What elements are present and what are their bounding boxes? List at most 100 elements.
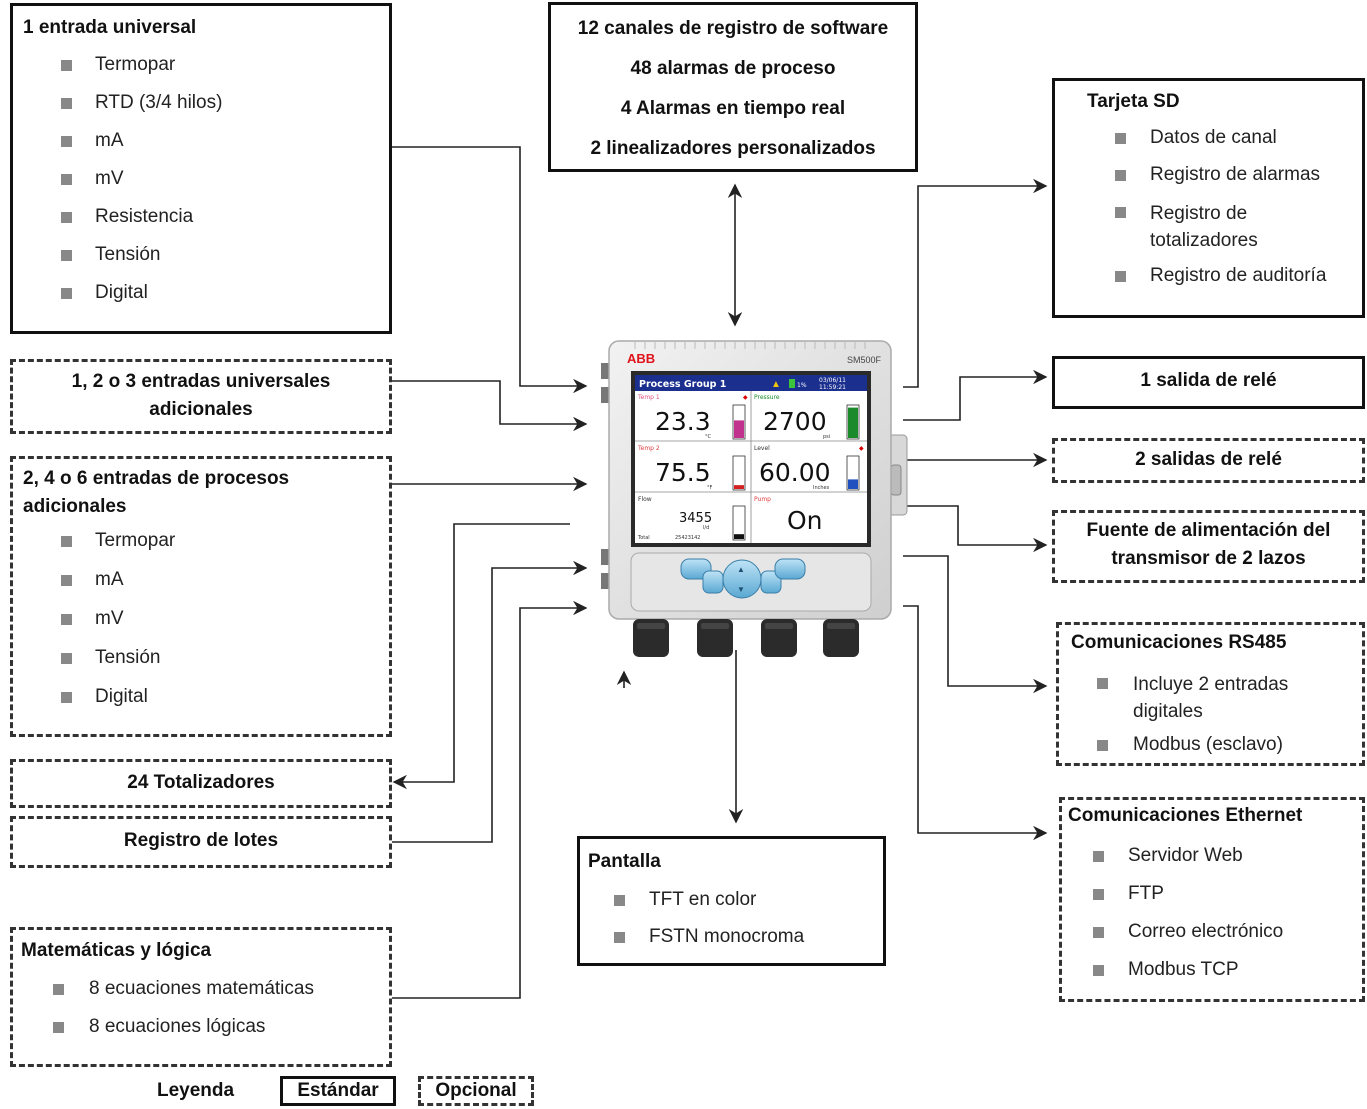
connector-universal-input bbox=[392, 146, 588, 394]
bullet-icon bbox=[1115, 207, 1126, 218]
list-item: Modbus (esclavo) bbox=[1097, 733, 1362, 763]
tile-total-label: Total bbox=[637, 535, 650, 541]
list-item: Datos de canal bbox=[1115, 126, 1362, 163]
list-item: Termopar bbox=[61, 529, 379, 568]
bullet-icon bbox=[1093, 927, 1104, 938]
list-item: Digital bbox=[61, 281, 389, 319]
rs485-title: Comunicaciones RS485 bbox=[1071, 632, 1287, 653]
connector-relay1 bbox=[903, 369, 1048, 421]
tile-unit: Inches bbox=[813, 485, 830, 491]
totalizers-box: 24 Totalizadores bbox=[10, 759, 392, 808]
bullet-icon bbox=[61, 536, 72, 547]
hinge bbox=[601, 363, 611, 379]
universal-input-list: Termopar RTD (3/4 hilos) mA mV Resistenc… bbox=[61, 53, 389, 319]
tile-bar-fill bbox=[734, 485, 744, 489]
recorder-device: ABB SM500F Process Group 1 ▲ 1% 03/06/11… bbox=[601, 340, 908, 657]
tile-label: Flow bbox=[638, 496, 652, 503]
ethernet-title: Comunicaciones Ethernet bbox=[1068, 805, 1303, 826]
math-logic-list: 8 ecuaciones matemáticas 8 ecuaciones ló… bbox=[53, 977, 389, 1053]
legend-standard: Estándar bbox=[280, 1076, 396, 1106]
bullet-icon bbox=[1115, 133, 1126, 144]
software-feature-line: 48 alarmas de proceso bbox=[630, 58, 836, 79]
legend-label: Leyenda bbox=[157, 1080, 235, 1101]
math-logic-box: Matemáticas y lógica 8 ecuaciones matemá… bbox=[10, 927, 392, 1067]
software-feature-line: 12 canales de registro de software bbox=[577, 18, 889, 39]
bullet-icon bbox=[1093, 889, 1104, 900]
bullet-icon bbox=[53, 1022, 64, 1033]
tile-label: Temp 1 bbox=[637, 394, 660, 401]
relay-output-2-title: 2 salidas de relé bbox=[1135, 449, 1282, 470]
battery-level: 1% bbox=[797, 382, 807, 389]
list-item: Servidor Web bbox=[1093, 844, 1362, 882]
tile-label: Pressure bbox=[754, 394, 780, 401]
universal-input-title: 1 entrada universal bbox=[23, 17, 197, 38]
connector-sd-card bbox=[903, 178, 1048, 388]
right-button bbox=[760, 570, 782, 594]
list-item: Modbus TCP bbox=[1093, 958, 1362, 996]
tile-value: 75.5 bbox=[655, 458, 711, 487]
list-item: mV bbox=[61, 607, 379, 646]
tile-unit: °F bbox=[707, 485, 713, 491]
rs485-list: Incluye 2 entradas digitales Modbus (esc… bbox=[1097, 671, 1362, 763]
list-item: Registro de auditoría bbox=[1115, 264, 1362, 301]
bullet-icon bbox=[1093, 851, 1104, 862]
list-item: RTD (3/4 hilos) bbox=[61, 91, 389, 129]
bullet-icon bbox=[1115, 271, 1126, 282]
ethernet-box: Comunicaciones Ethernet Servidor Web FTP… bbox=[1059, 797, 1365, 1002]
rs485-box: Comunicaciones RS485 Incluye 2 entradas … bbox=[1056, 622, 1365, 766]
display-list: TFT en color FSTN monocroma bbox=[614, 888, 883, 962]
bullet-icon bbox=[614, 932, 625, 943]
tile-value: 3455 bbox=[679, 511, 712, 526]
list-item: Termopar bbox=[61, 53, 389, 91]
software-feature-line: 4 Alarmas en tiempo real bbox=[620, 98, 846, 119]
math-logic-title: Matemáticas y lógica bbox=[21, 940, 212, 961]
tile-value: 23.3 bbox=[655, 407, 711, 436]
battery-icon bbox=[789, 379, 795, 388]
display-box: Pantalla TFT en color FSTN monocroma bbox=[577, 836, 886, 966]
bullet-icon bbox=[61, 575, 72, 586]
screen-time: 11:59:21 bbox=[819, 384, 846, 391]
list-item: Correo electrónico bbox=[1093, 920, 1362, 958]
batch-log-title: Registro de lotes bbox=[123, 830, 279, 851]
tile-label: Pump bbox=[754, 496, 771, 503]
model-label: SM500F bbox=[847, 355, 882, 365]
tile-unit: psi bbox=[823, 434, 830, 440]
transmitter-power-title: Fuente de alimentación del transmisor de… bbox=[1086, 520, 1331, 569]
bullet-icon bbox=[61, 60, 72, 71]
bullet-icon bbox=[1097, 678, 1108, 689]
up-arrow-icon: ▲ bbox=[737, 565, 745, 574]
down-arrow-icon: ▼ bbox=[737, 585, 745, 594]
bullet-icon bbox=[61, 614, 72, 625]
sd-card-list: Datos de canal Registro de alarmas Regis… bbox=[1115, 126, 1362, 301]
tile-value: 2700 bbox=[763, 407, 827, 436]
bullet-icon bbox=[614, 895, 625, 906]
batch-log-box: Registro de lotes bbox=[10, 816, 392, 868]
bullet-icon bbox=[61, 692, 72, 703]
list-item: Tensión bbox=[61, 646, 379, 685]
legend-optional: Opcional bbox=[418, 1076, 534, 1106]
connector-batch bbox=[392, 560, 588, 843]
keypad[interactable]: ▲ ▼ bbox=[680, 558, 806, 599]
connector-ethernet bbox=[903, 605, 1048, 841]
tile-label: Level bbox=[754, 445, 770, 452]
totalizers-title: 24 Totalizadores bbox=[127, 772, 275, 793]
list-item: Tensión bbox=[61, 243, 389, 281]
list-item: 8 ecuaciones matemáticas bbox=[53, 977, 389, 1015]
tile-label: Temp 2 bbox=[637, 445, 660, 452]
bullet-icon bbox=[61, 288, 72, 299]
list-item: Incluye 2 entradas digitales bbox=[1097, 671, 1362, 733]
software-feature-line: 2 linealizadores personalizados bbox=[590, 138, 876, 159]
menu-button bbox=[702, 570, 724, 594]
list-item: Registro de totalizadores bbox=[1115, 200, 1362, 264]
alarm-marker: ◆ bbox=[859, 446, 864, 452]
alarm-marker: ◆ bbox=[743, 395, 748, 401]
bullet-icon bbox=[1093, 965, 1104, 976]
connector-rs485 bbox=[903, 555, 1048, 694]
bullet-icon bbox=[61, 250, 72, 261]
tile-bar-fill bbox=[848, 479, 858, 489]
process-inputs-title: 2, 4 o 6 entradas de procesos adicionale… bbox=[23, 468, 290, 517]
tile-unit: °C bbox=[705, 434, 712, 440]
connector-extra-universal bbox=[392, 380, 588, 432]
list-item: mA bbox=[61, 129, 389, 167]
